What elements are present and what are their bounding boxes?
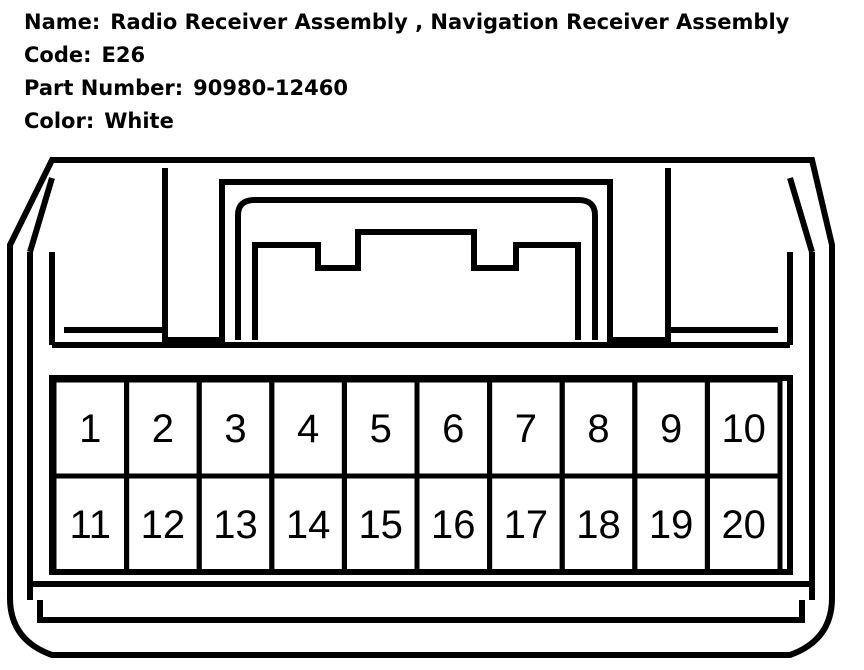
pin-label-1: 1 [79, 407, 101, 451]
color-value: White [104, 109, 174, 133]
pin-label-17: 17 [504, 503, 549, 547]
pin-label-15: 15 [358, 503, 403, 547]
color-label: Color: [24, 109, 95, 133]
pin-label-2: 2 [152, 407, 174, 451]
pin-label-10: 10 [721, 407, 766, 451]
pin-label-14: 14 [286, 503, 331, 547]
pin-label-18: 18 [576, 503, 621, 547]
pin-label-3: 3 [224, 407, 246, 451]
pin-label-11: 11 [70, 503, 112, 547]
upper-ledges [52, 327, 790, 348]
code-label: Code: [24, 43, 92, 67]
pin-label-16: 16 [431, 503, 476, 547]
pin-label-6: 6 [442, 407, 464, 451]
connector-housing-outline [7, 157, 835, 658]
part-number-value: 90980-12460 [193, 76, 348, 100]
name-value: Radio Receiver Assembly , Navigation Rec… [110, 10, 790, 34]
code-line: Code: E26 [24, 39, 854, 72]
pin-label-9: 9 [660, 407, 682, 451]
right-wall [787, 177, 815, 600]
pin-label-20: 20 [721, 503, 766, 547]
pin-label-5: 5 [370, 407, 392, 451]
part-number-label: Part Number: [24, 76, 184, 100]
locking-tab [252, 229, 581, 340]
pin-label-13: 13 [213, 503, 258, 547]
housing-recess [162, 168, 671, 343]
code-value: E26 [101, 43, 146, 67]
name-line: Name: Radio Receiver Assembly , Navigatio… [24, 6, 854, 39]
pin-label-12: 12 [141, 503, 186, 547]
part-number-line: Part Number: 90980-12460 [24, 72, 854, 105]
pin-label-8: 8 [587, 407, 609, 451]
pin-label-4: 4 [297, 407, 319, 451]
color-line: Color: White [24, 105, 854, 138]
left-wall [27, 177, 55, 600]
name-label: Name: [24, 10, 101, 34]
pin-cell-20 [704, 473, 783, 575]
connector-info: Name: Radio Receiver Assembly , Navigatio… [24, 6, 854, 138]
latch-channel [235, 197, 598, 340]
pin-label-19: 19 [649, 503, 694, 547]
pin-label-7: 7 [515, 407, 537, 451]
bottom-lip [30, 581, 812, 623]
